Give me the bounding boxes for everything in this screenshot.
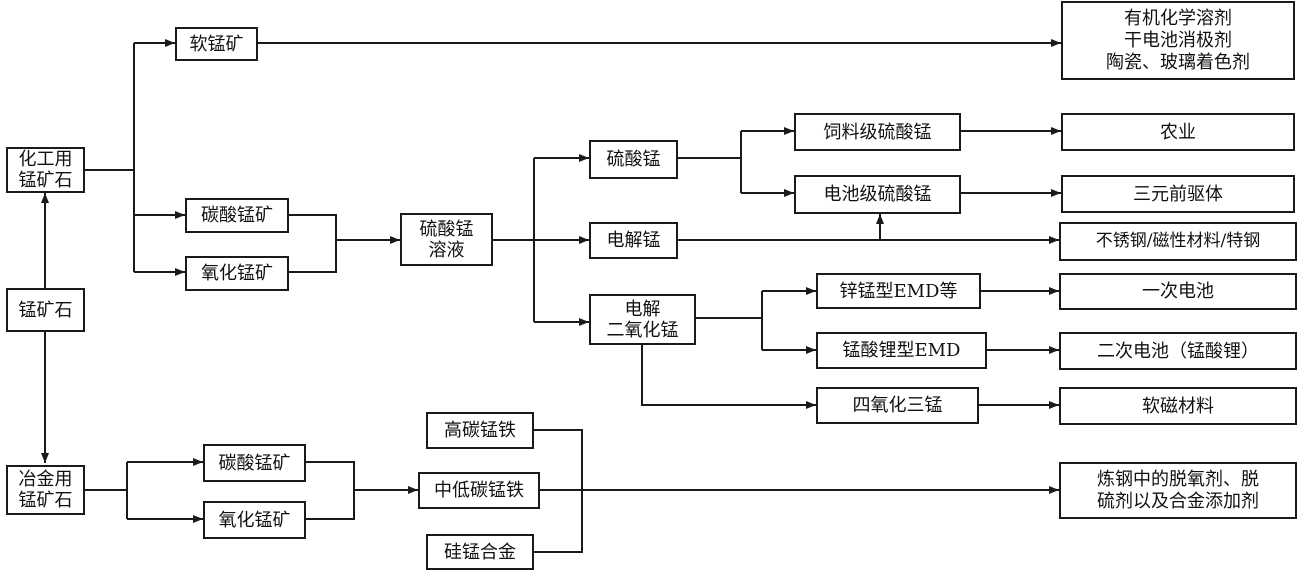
node-label: 锰矿石 bbox=[18, 299, 73, 321]
node-output-ternary-precursor: 三元前驱体 bbox=[1061, 175, 1295, 213]
node-label: 软磁材料 bbox=[1142, 395, 1214, 417]
node-output-secondary-battery: 二次电池（锰酸锂） bbox=[1059, 332, 1297, 370]
node-label: 锰酸锂型EMD bbox=[842, 340, 961, 361]
node-label: 硫酸锰 溶液 bbox=[419, 218, 474, 261]
node-battery-grade-mnso4: 电池级硫酸锰 bbox=[794, 175, 961, 214]
node-label: 农业 bbox=[1160, 121, 1196, 143]
node-label: 锌锰型EMD等 bbox=[839, 280, 958, 302]
node-label: 电池级硫酸锰 bbox=[823, 184, 932, 205]
edge-emd-to-mn3o4 bbox=[641, 345, 816, 409]
node-electrolytic-mn: 电解锰 bbox=[589, 222, 678, 259]
node-label: 软锰矿 bbox=[189, 33, 244, 55]
node-silicomanganese: 硅锰合金 bbox=[426, 534, 534, 570]
node-chemical-ore: 化工用 锰矿石 bbox=[6, 147, 85, 193]
node-label: 电解 二氧化锰 bbox=[606, 298, 679, 341]
node-label: 高碳锰铁 bbox=[444, 420, 516, 441]
node-oxide-ore-top: 氧化锰矿 bbox=[185, 256, 289, 291]
node-oxide-ore-bottom: 氧化锰矿 bbox=[203, 501, 306, 539]
node-label: 氧化锰矿 bbox=[218, 509, 291, 531]
node-label: 饲料级硫酸锰 bbox=[823, 121, 932, 143]
node-mid-low-carbon-ferromanganese: 中低碳锰铁 bbox=[418, 472, 540, 509]
node-carbonate-ore-bottom: 碳酸锰矿 bbox=[203, 444, 306, 482]
node-label: 炼钢中的脱氧剂、脱 硫剂以及合金添加剂 bbox=[1097, 468, 1259, 512]
node-mnso4: 硫酸锰 bbox=[589, 140, 678, 179]
node-output-soft-magnetic: 软磁材料 bbox=[1059, 387, 1297, 425]
edge-carbonate-merge bbox=[288, 214, 337, 273]
node-high-carbon-ferromanganese: 高碳锰铁 bbox=[426, 412, 534, 449]
node-metallurgical-ore: 冶金用 锰矿石 bbox=[6, 465, 85, 515]
node-label: 二次电池（锰酸锂） bbox=[1097, 340, 1259, 362]
node-label: 化工用 锰矿石 bbox=[18, 149, 73, 191]
node-label: 碳酸锰矿 bbox=[201, 205, 273, 226]
node-zinc-mn-emd: 锌锰型EMD等 bbox=[816, 273, 981, 309]
node-label: 冶金用 锰矿石 bbox=[18, 469, 73, 511]
node-output-agriculture: 农业 bbox=[1061, 113, 1295, 151]
node-pyrolusite: 软锰矿 bbox=[175, 27, 258, 61]
edge-bottom-merge bbox=[305, 461, 355, 520]
node-carbonate-ore-top: 碳酸锰矿 bbox=[185, 198, 289, 233]
node-label: 有机化学溶剂 干电池消极剂 陶瓷、玻璃着色剂 bbox=[1106, 7, 1250, 73]
node-label: 一次电池 bbox=[1142, 281, 1214, 302]
node-label: 中低碳锰铁 bbox=[434, 480, 524, 501]
node-label: 碳酸锰矿 bbox=[218, 452, 291, 474]
node-label: 三元前驱体 bbox=[1133, 183, 1223, 205]
node-output-steel: 不锈钢/磁性材料/特钢 bbox=[1059, 222, 1297, 261]
node-output-steelmaking: 炼钢中的脱氧剂、脱 硫剂以及合金添加剂 bbox=[1059, 462, 1297, 519]
node-output-primary-battery: 一次电池 bbox=[1059, 273, 1297, 310]
node-label: 四氧化三锰 bbox=[852, 395, 943, 416]
node-lithium-mn-emd: 锰酸锂型EMD bbox=[816, 332, 987, 369]
node-mnso4-solution: 硫酸锰 溶液 bbox=[400, 213, 493, 266]
node-feed-grade-mnso4: 饲料级硫酸锰 bbox=[794, 113, 961, 151]
node-label: 不锈钢/磁性材料/特钢 bbox=[1095, 231, 1261, 251]
node-emd: 电解 二氧化锰 bbox=[589, 294, 696, 345]
node-manganese-ore: 锰矿石 bbox=[6, 288, 85, 332]
node-label: 氧化锰矿 bbox=[201, 263, 273, 284]
node-output-solvents: 有机化学溶剂 干电池消极剂 陶瓷、玻璃着色剂 bbox=[1061, 1, 1295, 80]
node-mn3o4: 四氧化三锰 bbox=[816, 387, 979, 424]
node-label: 电解锰 bbox=[606, 230, 661, 251]
node-label: 硅锰合金 bbox=[444, 541, 516, 563]
node-label: 硫酸锰 bbox=[606, 149, 661, 170]
